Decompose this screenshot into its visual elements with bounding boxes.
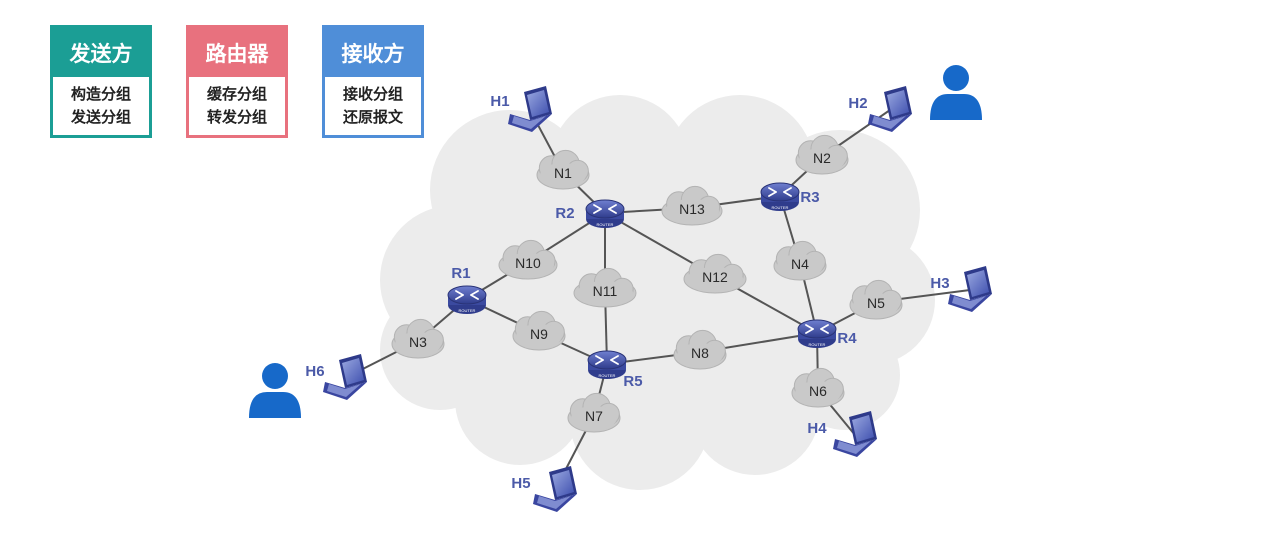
host-h1: H1: [490, 86, 552, 132]
host-h6: H6: [305, 354, 367, 400]
router-label: R4: [837, 330, 857, 347]
laptop-icon: [533, 466, 577, 512]
network-n8: N8: [673, 329, 727, 370]
router-r2: ROUTER R2: [555, 199, 625, 228]
legend-line: 还原报文: [342, 108, 403, 126]
network-label: N5: [867, 295, 885, 311]
host-label: H2: [848, 95, 867, 112]
network-label: N10: [515, 255, 541, 271]
router-r3: ROUTER R3: [760, 182, 820, 211]
network-label: N13: [679, 201, 705, 217]
router-icon: [447, 285, 487, 314]
network-label: N3: [409, 334, 427, 350]
legend-line: 转发分组: [206, 108, 267, 126]
legend-line: 接收分组: [342, 85, 403, 103]
network-label: N1: [554, 165, 572, 181]
host-label: H3: [930, 275, 949, 292]
person-icon: [930, 65, 982, 120]
laptop-icon: [948, 266, 992, 312]
router-badge: ROUTER: [459, 308, 476, 313]
host-h2: H2: [848, 86, 912, 132]
network-label: N11: [593, 283, 618, 299]
host-label: H1: [490, 93, 509, 110]
legend-line: 发送分组: [70, 108, 131, 126]
legend-title-sender: 发送方: [53, 28, 149, 77]
legend-body-receiver: 接收分组 还原报文: [325, 77, 421, 135]
network-n3: N3: [391, 318, 445, 359]
network-label: N7: [585, 408, 603, 424]
laptop-icon: [323, 354, 367, 400]
host-label: H4: [807, 420, 827, 437]
router-r4: ROUTER R4: [797, 319, 857, 348]
legend-line: 构造分组: [70, 85, 131, 103]
network-label: N4: [791, 256, 809, 272]
legend-card-sender: 发送方 构造分组 发送分组: [50, 25, 152, 138]
router-badge: ROUTER: [599, 373, 616, 378]
network-label: N12: [702, 269, 728, 285]
laptop-icon: [833, 411, 877, 457]
network-n1: N1: [536, 149, 590, 190]
network-n7: N7: [567, 392, 621, 433]
legend-card-router: 路由器 缓存分组 转发分组: [186, 25, 288, 138]
network-n9: N9: [512, 310, 566, 351]
network-n11: N11: [573, 267, 637, 308]
legend-body-router: 缓存分组 转发分组: [189, 77, 285, 135]
host-h5: H5: [511, 466, 577, 512]
network-n13: N13: [661, 185, 723, 226]
legend-card-receiver: 接收方 接收分组 还原报文: [322, 25, 424, 138]
network-n10: N10: [498, 239, 558, 280]
laptop-icon: [868, 86, 912, 132]
network-label: N6: [809, 383, 827, 399]
laptop-icon: [508, 86, 552, 132]
legend-title-receiver: 接收方: [325, 28, 421, 77]
users-layer: [249, 65, 982, 418]
router-label: R2: [555, 205, 574, 222]
router-icon: [797, 319, 837, 348]
network-label: N2: [813, 150, 831, 166]
host-label: H6: [305, 363, 324, 380]
legend-title-router: 路由器: [189, 28, 285, 77]
router-icon: [587, 350, 627, 379]
router-badge: ROUTER: [597, 222, 614, 227]
network-label: N8: [691, 345, 709, 361]
network-n6: N6: [791, 367, 845, 408]
router-badge: ROUTER: [772, 205, 789, 210]
network-n5: N5: [849, 279, 903, 320]
legend-line: 缓存分组: [206, 85, 267, 103]
host-h3: H3: [930, 266, 992, 312]
person-icon: [249, 363, 301, 418]
router-r5: ROUTER R5: [587, 350, 643, 390]
network-n4: N4: [773, 240, 827, 281]
network-n12: N12: [683, 253, 747, 294]
network-n2: N2: [795, 134, 849, 175]
router-label: R1: [451, 265, 470, 282]
legend-body-sender: 构造分组 发送分组: [53, 77, 149, 135]
router-icon: [760, 182, 800, 211]
router-icon: [585, 199, 625, 228]
host-label: H5: [511, 475, 530, 492]
router-badge: ROUTER: [809, 342, 826, 347]
router-r1: ROUTER R1: [447, 265, 487, 314]
internet-cloud: [380, 95, 935, 490]
host-h4: H4: [807, 411, 877, 457]
router-label: R5: [623, 373, 642, 390]
network-label: N9: [530, 326, 548, 342]
router-label: R3: [800, 189, 819, 206]
